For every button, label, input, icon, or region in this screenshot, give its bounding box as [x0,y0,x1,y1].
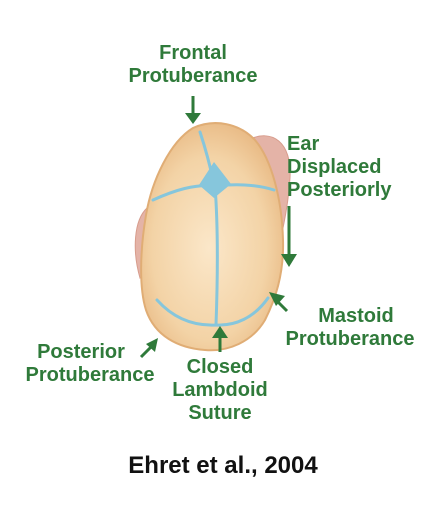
mastoid-arrow [269,292,289,313]
posterior-protuberance-label: Posterior Protuberance [15,341,165,387]
ear-label-line-1: Ear [287,133,320,155]
frontal-arrow [185,96,201,124]
sagittal-suture [213,184,219,327]
lambdoid-label-line-1: Closed [186,356,254,378]
closed-lambdoid-suture-label: Closed Lambdoid Suture [160,356,280,425]
ear-displaced-label: Ear Displaced Posteriorly [287,133,417,202]
anterior-fontanelle [199,162,231,198]
pointer-arrows [139,96,297,359]
citation: Ehret et al., 2004 [128,452,318,479]
posterior-label-line-2: Protuberance [25,364,155,386]
lambdoid-label-line-2: Lambdoid [172,379,268,401]
lambdoid-arrow [212,326,228,352]
posterior-arrow [139,338,158,359]
ear-label-line-2: Displaced [287,156,382,178]
frontal-label-line-2: Protuberance [128,65,258,87]
lambdoid-suture [155,296,270,327]
mastoid-label-line-1: Mastoid [318,305,394,327]
frontal-protuberance-label: Frontal Protuberance [118,42,268,88]
ear-label-line-3: Posteriorly [287,179,392,201]
skull-shape [140,122,285,352]
frontal-label-line-1: Frontal [159,42,227,64]
posterior-label-line-1: Posterior [37,341,125,363]
mastoid-label-line-2: Protuberance [285,328,415,350]
lambdoid-label-line-3: Suture [188,402,252,424]
ear-arrow [281,206,297,267]
mastoid-protuberance-label: Mastoid Protuberance [280,305,420,351]
